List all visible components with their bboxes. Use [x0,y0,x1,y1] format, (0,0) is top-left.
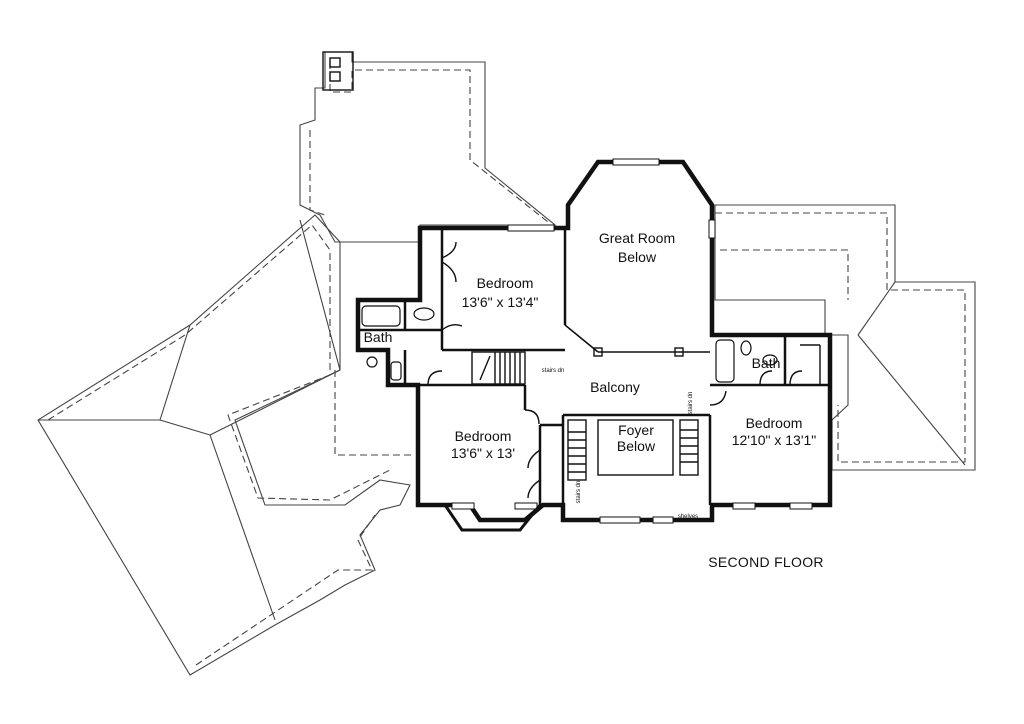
windows [451,158,813,524]
stairs-dn-note-right: stairs dn [688,392,694,415]
bedroom-e-size: 12'10" x 13'1" [732,432,817,448]
door-swings [427,241,803,499]
bath-east-label: Bath [752,355,781,371]
bedroom-sw-size: 13'6" x 13' [451,445,515,461]
plan-title: SECOND FLOOR [708,554,824,570]
great-room-label: Great Room [599,230,675,246]
chimney [322,51,354,91]
shelves-note: shelves [678,514,698,520]
bath-west-fixtures [361,305,435,381]
bath-east-fixtures [715,339,778,383]
bedroom-nw-size: 13'6" x 13'4" [462,294,539,310]
interior-walls [358,228,830,505]
roof-outlines [37,51,976,676]
stair-foyer-left [567,419,587,481]
room-labels: Bedroom 13'6" x 13'4" Great Room Below B… [364,230,817,461]
bath-west-label: Bath [364,329,393,345]
bedroom-e-name: Bedroom [746,415,803,431]
foyer-label: Foyer [618,422,654,438]
foyer-opening [597,419,674,476]
exterior-walls [355,159,833,523]
stairs-dn-note-left: stairs dn [576,481,582,504]
roof-overhang-dashed [47,62,966,666]
bedroom-nw-name: Bedroom [477,275,534,291]
foyer-below: Below [617,438,656,454]
stairs-dn-note-upper: stairs dn [542,368,565,374]
bay-window [443,504,542,532]
bedroom-sw-name: Bedroom [455,428,512,444]
plan-notes: stairs dn stairs dn stairs dn shelves [542,368,699,520]
stair-upper [471,351,526,385]
columns [593,347,684,357]
stair-foyer-right [679,419,699,476]
balcony-label: Balcony [590,379,640,395]
great-room-below: Below [618,249,657,265]
